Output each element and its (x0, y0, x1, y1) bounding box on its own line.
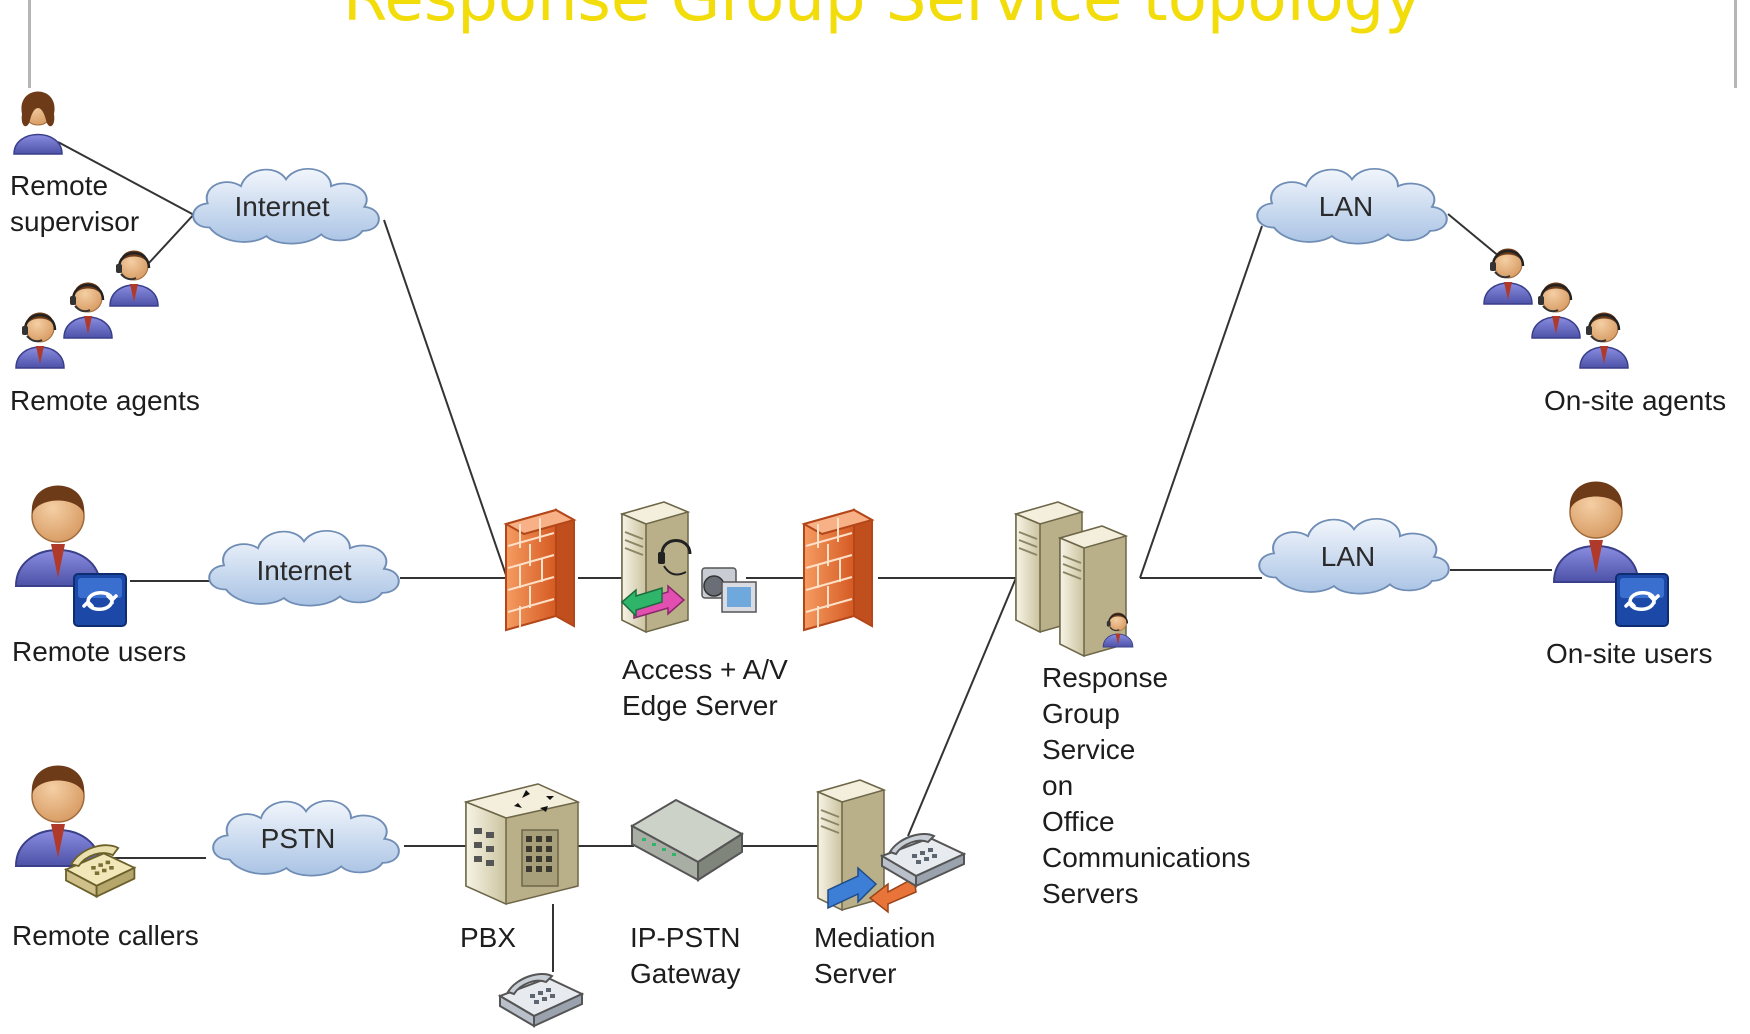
cloud-label-internet-top: Internet (235, 191, 330, 222)
gateway-icon (629, 798, 745, 882)
page-title: Response Group Service topology (31, 0, 1734, 36)
agent-icon (108, 249, 160, 308)
cloud-label-internet-mid: Internet (257, 555, 352, 586)
label-onsite-agents: On-site agents (1544, 385, 1727, 416)
agent-icon (62, 281, 114, 340)
line-lan-agents (1447, 213, 1507, 263)
onsite-agent-icon (1530, 281, 1582, 340)
line-rgs-mediation (907, 577, 1017, 837)
label-remote-callers: Remote callers (12, 920, 199, 951)
line-rgs-lan-top (1139, 225, 1263, 579)
label-response-group: Response Group Service on Office Communi… (1042, 662, 1251, 909)
agent-icon (14, 311, 66, 370)
line-supervisor-internet (57, 141, 197, 217)
label-pbx: PBX (460, 922, 517, 953)
label-onsite-users: On-site users (1546, 638, 1713, 669)
firewall-2-icon (803, 509, 873, 631)
remote-user-icon (15, 484, 101, 587)
label-remote-users: Remote users (12, 636, 187, 667)
communicator-icon (72, 572, 128, 628)
label-edge-server: Access + A/V Edge Server (622, 654, 788, 721)
cloud-label-lan-top: LAN (1319, 191, 1373, 222)
onsite-agent-icon (1578, 311, 1630, 370)
label-remote-supervisor: Remote supervisor (10, 170, 140, 237)
label-remote-agents: Remote agents (10, 385, 200, 416)
line-internet-firewall (383, 219, 507, 576)
title-banner: Response Group Service topology (28, 0, 1737, 88)
label-mediation-server: Mediation Server (814, 922, 936, 989)
firewall-1-icon (505, 509, 575, 631)
communicator-icon (1614, 572, 1670, 628)
cloud-label-lan-mid: LAN (1321, 541, 1375, 572)
line-agents-internet (147, 211, 197, 265)
supervisor-icon (13, 91, 63, 155)
connection-lines (57, 141, 1552, 972)
pbx-icon (463, 783, 581, 906)
pbx-phone-icon (499, 972, 583, 1027)
mediation-server-icon (817, 779, 965, 914)
label-gateway: IP-PSTN Gateway (630, 922, 741, 989)
onsite-agent-icon (1482, 247, 1534, 306)
edge-server-icon (620, 501, 757, 633)
desk-phone-icon (63, 844, 137, 899)
cloud-label-pstn: PSTN (261, 823, 336, 854)
onsite-user-icon (1553, 480, 1639, 583)
